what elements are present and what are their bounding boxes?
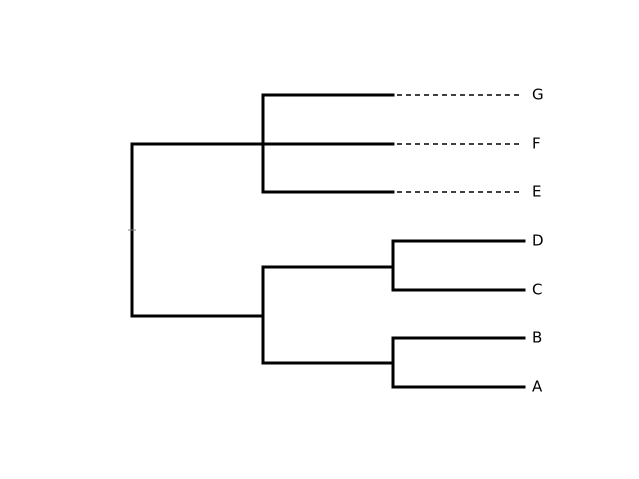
tip-label-c: C bbox=[532, 280, 543, 299]
tip-label-f: F bbox=[532, 134, 541, 153]
tip-label-a: A bbox=[532, 377, 543, 396]
tip-label-g: G bbox=[532, 85, 544, 104]
tip-label-d: D bbox=[532, 231, 544, 250]
tip-label-b: B bbox=[532, 328, 543, 347]
tip-label-e: E bbox=[532, 182, 542, 201]
